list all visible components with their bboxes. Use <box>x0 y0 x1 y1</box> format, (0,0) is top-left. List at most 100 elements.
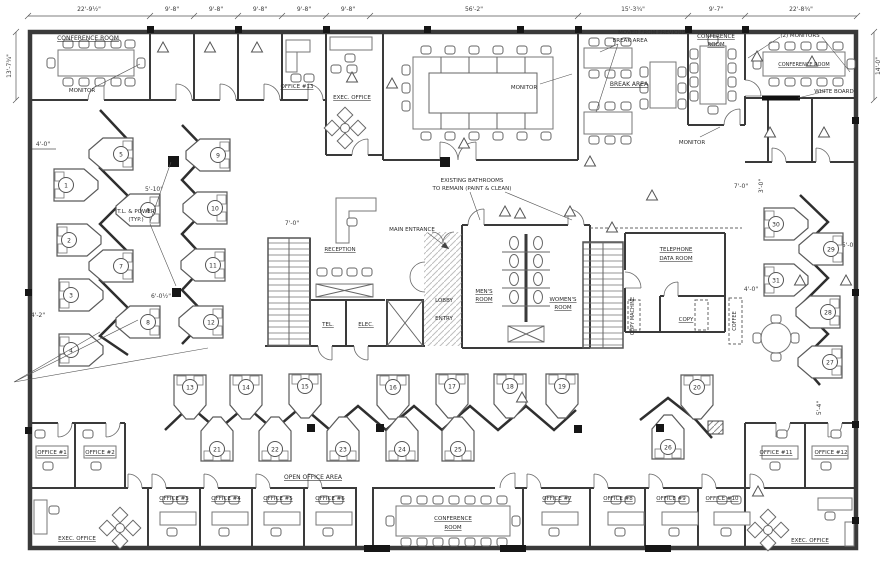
cubicle-number: 4 <box>69 348 73 355</box>
dim-label: 9'-8" <box>297 6 311 13</box>
dim-label: 3'-0" <box>758 179 765 193</box>
cubicle-number: 22 <box>271 447 279 454</box>
dim-label: 56'-2" <box>465 6 483 13</box>
room-label-office-4: OFFICE #4 <box>211 496 241 502</box>
cubicle-number: 1 <box>64 183 68 190</box>
cubicle-number: 10 <box>211 206 219 213</box>
hatched-column <box>707 420 724 435</box>
dim-label: 9'-7" <box>709 6 723 13</box>
dim-label: 9'-8" <box>341 6 355 13</box>
conference-table-small <box>699 45 727 105</box>
cubicle-number: 26 <box>664 445 672 452</box>
room-label-tel: TEL. <box>321 322 334 328</box>
room-label-conference-ne: CONFERENCE ROOM <box>778 62 829 68</box>
copy-counter <box>694 299 709 331</box>
cubicle-number: 31 <box>772 278 780 285</box>
room-label-office-11: OFFICE #11 <box>760 450 793 456</box>
room-label-office-12: OFFICE #12 <box>815 450 848 456</box>
room-label-office-13: OFFICE #13 <box>281 84 314 90</box>
note-moved-line2: BREAK AREA <box>612 38 647 44</box>
entrance-arrowhead <box>441 242 449 249</box>
room-label-womens-1: WOMEN'S <box>549 297 577 303</box>
room-label-teldata-1: TELEPHONE <box>659 247 693 253</box>
coffee-counter <box>728 297 743 345</box>
room-label-office-5: OFFICE #5 <box>263 496 293 502</box>
copy-machine-counter <box>627 299 641 331</box>
round-table <box>760 322 792 354</box>
room-label-teldata-2: DATA ROOM <box>659 256 692 262</box>
label-copy-machine: COPY MACHINE <box>630 297 636 335</box>
training-tables <box>412 56 554 130</box>
label-coffee: COFFEE <box>732 311 738 331</box>
room-label-office-8: OFFICE #8 <box>603 496 633 502</box>
dim-label: 14'-0" <box>875 57 882 75</box>
desk <box>285 39 311 53</box>
note-bathrooms-line2: TO REMAIN (PAINT & CLEAN) <box>432 186 512 192</box>
cubicle-number: 18 <box>506 384 514 391</box>
room-label-mens-2: ROOM <box>475 297 492 303</box>
cubicle-number: 13 <box>186 385 194 392</box>
room-label-office-10: OFFICE #10 <box>706 496 739 502</box>
note-2-monitors: (2) MONITORS <box>780 33 820 39</box>
note-monitor-ne: MONITOR <box>679 140 705 146</box>
room-label-conf-bottom-1: CONFERENCE <box>434 516 472 522</box>
shelf <box>844 521 855 547</box>
dim-label: 4'-0" <box>744 286 758 293</box>
conference-table-ne <box>762 51 846 77</box>
room-label-office-2: OFFICE #2 <box>85 450 114 456</box>
cubicle-number: 21 <box>213 447 221 454</box>
cubicle-number: 19 <box>558 384 566 391</box>
cubicle-number: 28 <box>824 310 832 317</box>
desk <box>817 497 853 511</box>
conference-table-nw <box>57 49 135 77</box>
dim-label: 5'-4" <box>816 401 823 415</box>
cubicle-number: 9 <box>216 153 220 160</box>
dim-label: 7'-0" <box>734 183 748 190</box>
break-table <box>583 111 633 135</box>
dim-label: 15'-3¾" <box>621 6 645 13</box>
cubicle-number: 24 <box>398 447 406 454</box>
vertical-circulation <box>267 232 624 349</box>
plan-symbols <box>13 26 859 552</box>
furniture <box>33 35 856 552</box>
desk <box>329 36 373 51</box>
dim-label: 4'-0" <box>36 141 50 148</box>
reception-desk <box>335 197 377 244</box>
room-label-conf-bottom-2: ROOM <box>444 525 461 531</box>
room-label-conf-small-2: ROOM <box>707 42 724 48</box>
dimension-lines: 22'-9½" 9'-8" 9'-8" 9'-8" 9'-8" 9'-8" 56… <box>6 6 882 415</box>
cubicle-number: 14 <box>242 385 250 392</box>
break-table <box>649 61 677 109</box>
room-label-elec: ELEC. <box>358 322 374 328</box>
cubicle-number: 25 <box>454 447 462 454</box>
room-label-office-3: OFFICE #3 <box>159 496 189 502</box>
room-label-conference-nw: CONFERENCE ROOM <box>57 35 119 42</box>
room-label-conf-small-1: CONFERENCE <box>697 34 735 40</box>
cubicle-number: 5 <box>119 152 123 159</box>
note-bathrooms-line1: EXISTING BATHROOMS <box>441 178 504 184</box>
cubicle-number: 17 <box>448 384 456 391</box>
room-label-exec-se: EXEC. OFFICE <box>791 538 829 544</box>
note-moved-line1: MOVED FROM PREVIOUS <box>618 30 686 36</box>
cubicle-number: 3 <box>69 293 73 300</box>
cubicle-number: 15 <box>301 384 309 391</box>
room-label-mens-1: MEN'S <box>475 289 493 295</box>
room-label-womens-2: ROOM <box>554 305 571 311</box>
cubicle-number: 20 <box>693 385 701 392</box>
dim-label: 4'-2" <box>31 312 45 319</box>
office-furniture <box>34 429 849 537</box>
room-label-lobby: LOBBY <box>435 298 453 304</box>
dim-label: 9'-8" <box>253 6 267 13</box>
room-label-office-1: OFFICE #1 <box>37 450 66 456</box>
cubicle-number: 16 <box>389 385 397 392</box>
dim-label: 5'-10" <box>145 186 163 193</box>
label-open-office-area: OPEN OFFICE AREA <box>284 474 343 481</box>
dim-label: 13'-7¾" <box>6 54 13 78</box>
dim-label: 22'-8¾" <box>789 6 813 13</box>
conference-table-bottom <box>395 505 511 537</box>
note-tl-power-line1: T.L. & POWER <box>116 209 155 215</box>
cubicle-number: 7 <box>119 264 123 271</box>
dim-label: 5'-0" <box>842 242 856 249</box>
cubicle-clusters: 1 2 3 4 5 6 7 8 9 10 11 12 13 14 15 16 1… <box>53 109 844 462</box>
